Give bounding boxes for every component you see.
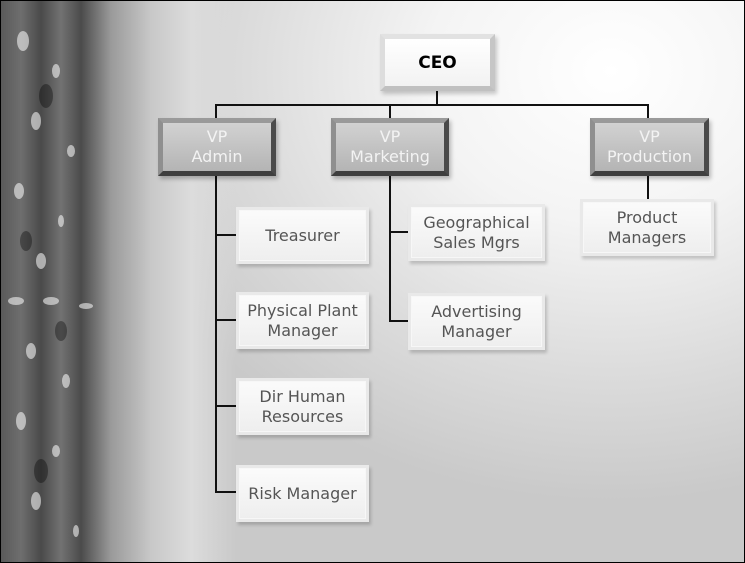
connector-admin-3 [215,405,237,407]
connector-admin-2 [215,319,237,321]
connector-vp-bus [215,104,649,106]
advertising-manager-node: Advertising Manager [408,293,545,350]
connector-marketing-trunk [389,176,391,322]
physical-plant-manager-node: Physical Plant Manager [236,292,369,349]
connector-vp-production [647,104,649,119]
connector-ceo-down [436,91,438,105]
ceo-node: CEO [380,34,495,91]
connector-marketing-2 [389,320,409,322]
connector-admin-1 [215,234,237,236]
decorative-background-strip [1,1,236,562]
geographical-sales-mgrs-node: Geographical Sales Mgrs [408,204,545,261]
connector-marketing-1 [389,231,409,233]
vp-production-node: VP Production [590,118,709,176]
connector-admin-trunk [215,176,217,492]
product-managers-node: Product Managers [580,199,714,256]
connector-admin-4 [215,491,237,493]
connector-vp-admin [215,104,217,119]
treasurer-node: Treasurer [236,207,369,264]
vp-admin-node: VP Admin [158,118,276,176]
decorative-pattern [8,31,93,537]
connector-production-1 [647,176,649,199]
vp-marketing-node: VP Marketing [331,118,449,176]
connector-vp-marketing [389,104,391,119]
risk-manager-node: Risk Manager [236,465,369,522]
dir-human-resources-node: Dir Human Resources [236,378,369,435]
